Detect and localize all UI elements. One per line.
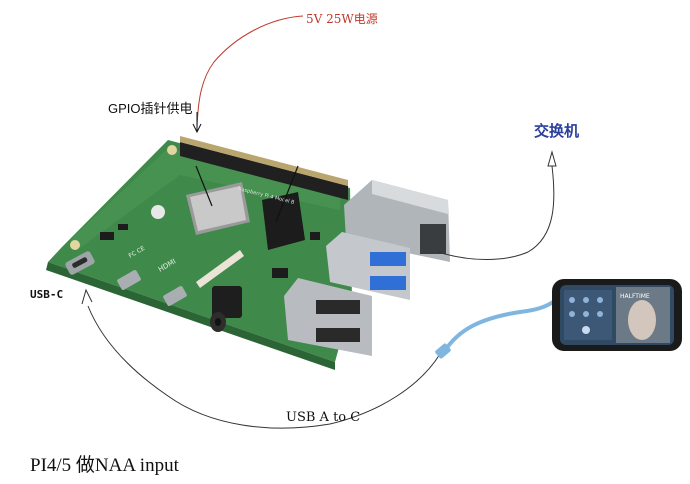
camera-connector (196, 250, 244, 288)
gpio-arrow-icon (192, 112, 202, 134)
raspberry-pi-board: Raspberry Pi 4 Model B HDMI FC CE (46, 136, 352, 370)
micro-hdmi-port-1 (117, 270, 141, 290)
usb-c-port (65, 251, 95, 275)
gpio-header (180, 136, 348, 200)
usb3-ports (326, 232, 410, 300)
micro-hdmi-port-2 (163, 286, 187, 306)
phone: HALFTIME (552, 279, 682, 351)
raspberry-logo-icon (151, 205, 165, 219)
diagram-title: PI4/5 做NAA input (30, 455, 179, 476)
switch-label: 交换机 (534, 122, 580, 140)
audio-jack (210, 286, 242, 332)
usb-a-to-c-cable (87, 305, 441, 429)
usb-c-label: USB-C (30, 288, 64, 301)
pointer-line-soc (195, 165, 213, 207)
ram-chip (262, 192, 305, 250)
usb-a-to-c-label: USB A to C (286, 410, 361, 425)
switch-arrow-icon (547, 150, 557, 167)
power-line (196, 15, 304, 129)
soc-chip (186, 182, 250, 235)
phone-album-text: HALFTIME (620, 293, 650, 300)
usb2-ports (284, 278, 372, 356)
gpio-label: GPIO插针供电 (108, 101, 193, 116)
power-supply-label: 5V 25W电源 (306, 12, 378, 26)
usb-c-arrow-icon (81, 288, 93, 305)
ethernet-cable (437, 165, 555, 260)
usb-cable-to-phone (442, 298, 558, 354)
pointer-line-ram (275, 165, 299, 223)
